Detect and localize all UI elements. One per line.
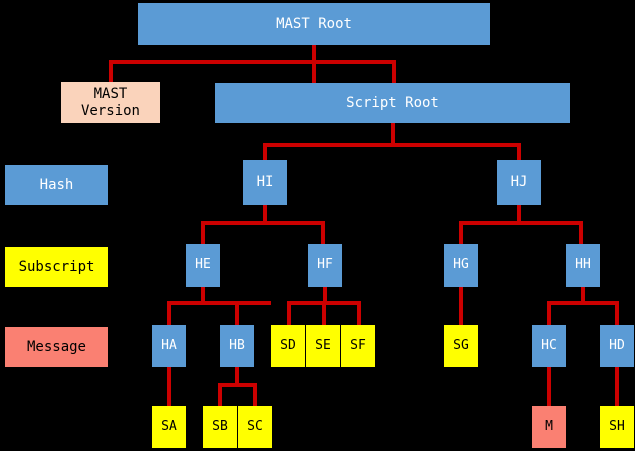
- node-mast-version[interactable]: MAST Version: [61, 82, 160, 123]
- edge-hf-to-sf: [357, 301, 361, 326]
- edge-hi-bar: [201, 221, 325, 225]
- node-hh[interactable]: HH: [566, 244, 600, 287]
- edge-scriptroot-bar: [263, 143, 521, 147]
- edge-hg-to-sg: [459, 287, 463, 326]
- edge-mastroot-bar: [109, 60, 396, 64]
- edge-hd-to-sh: [615, 367, 619, 408]
- node-script-root[interactable]: Script Root: [215, 83, 570, 123]
- edge-hh-to-hc: [547, 301, 551, 326]
- node-hi[interactable]: HI: [243, 160, 287, 205]
- edge-hc-to-m: [547, 367, 551, 408]
- edge-hj-to-hg: [459, 221, 463, 247]
- node-hb[interactable]: HB: [220, 325, 254, 367]
- edge-scriptroot-to-hj: [517, 143, 521, 163]
- edge-hi-to-hf: [321, 221, 325, 247]
- edge-hh-bar: [547, 301, 615, 305]
- node-hg[interactable]: HG: [444, 244, 478, 287]
- edge-mastroot-to-version: [109, 60, 113, 84]
- edge-hh-stem: [581, 287, 585, 303]
- node-sg[interactable]: SG: [444, 325, 478, 367]
- legend-item-subscript: Subscript: [5, 247, 108, 287]
- edge-hi-to-he: [201, 221, 205, 247]
- edge-he-to-hb: [235, 301, 239, 326]
- legend-item-hash: Hash: [5, 165, 108, 205]
- node-sf[interactable]: SF: [341, 325, 375, 367]
- edge-scriptroot-stem: [391, 123, 395, 145]
- edge-hb-to-sc: [253, 383, 257, 408]
- legend-label-message: Message: [26, 338, 86, 355]
- edge-hh-to-hd: [615, 301, 619, 326]
- edge-hb-stem: [235, 367, 239, 385]
- edge-he-stem: [201, 287, 205, 303]
- edge-he-to-ha: [167, 301, 171, 326]
- node-m[interactable]: M: [532, 406, 566, 448]
- edge-hb-to-sb: [218, 383, 222, 408]
- edge-hb-bar: [218, 383, 257, 387]
- node-sh[interactable]: SH: [600, 406, 634, 448]
- node-mast-root[interactable]: MAST Root: [138, 3, 490, 45]
- edge-hf-stem: [323, 287, 327, 303]
- node-hf[interactable]: HF: [308, 244, 342, 287]
- legend-label-subscript: Subscript: [18, 258, 95, 275]
- edge-hj-stem: [517, 204, 521, 224]
- node-hj[interactable]: HJ: [497, 160, 541, 205]
- edge-scriptroot-to-hi: [263, 143, 267, 163]
- legend-label-hash: Hash: [39, 176, 74, 193]
- node-sb[interactable]: SB: [203, 406, 237, 448]
- edge-hf-to-se: [322, 301, 326, 326]
- node-hc[interactable]: HC: [532, 325, 566, 367]
- edge-he-bar: [167, 301, 271, 305]
- edge-hf-to-sd: [287, 301, 291, 326]
- node-hd[interactable]: HD: [600, 325, 634, 367]
- node-se[interactable]: SE: [306, 325, 340, 367]
- edge-mastroot-stem: [312, 45, 316, 83]
- node-he[interactable]: HE: [186, 244, 220, 287]
- node-ha[interactable]: HA: [152, 325, 186, 367]
- node-sa[interactable]: SA: [152, 406, 186, 448]
- edge-hj-bar: [459, 221, 583, 225]
- edge-hi-stem: [263, 204, 267, 224]
- node-sc[interactable]: SC: [238, 406, 272, 448]
- legend-item-message: Message: [5, 327, 108, 367]
- edge-ha-to-sa: [167, 367, 171, 408]
- edge-mastroot-to-scriptroot: [392, 60, 396, 84]
- node-sd[interactable]: SD: [271, 325, 305, 367]
- edge-hj-to-hh: [579, 221, 583, 247]
